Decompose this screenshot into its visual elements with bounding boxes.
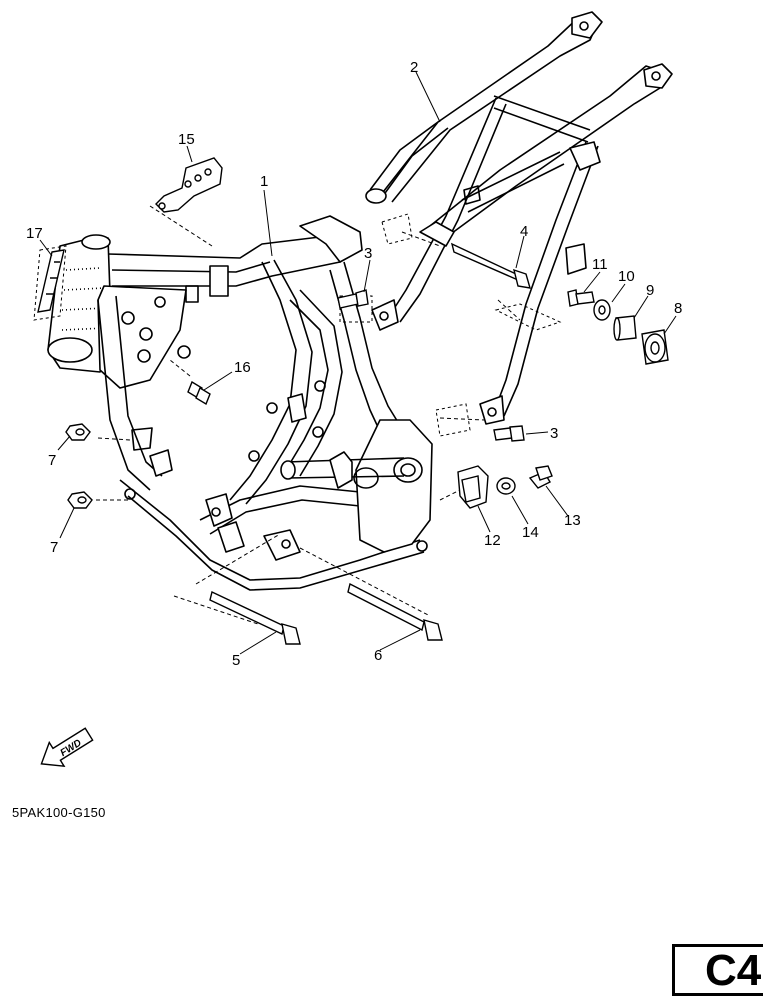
callout-2: 2 — [410, 59, 418, 76]
callout-13: 13 — [564, 512, 581, 529]
callout-12: 12 — [484, 532, 501, 549]
callout-7-lower: 7 — [50, 539, 58, 556]
callout-numbers: 1 2 3 3 4 5 6 7 7 8 9 10 11 12 13 14 15 … — [26, 59, 682, 669]
part-7-nut-upper — [65, 423, 91, 441]
part-14-collar — [496, 477, 516, 495]
callout-14: 14 — [522, 524, 539, 541]
part-6-long-bolt — [347, 582, 443, 641]
callout-9: 9 — [646, 282, 654, 299]
part-16-bolt — [187, 380, 211, 406]
callout-7-upper: 7 — [48, 452, 56, 469]
part-10-washer — [593, 299, 611, 321]
callout-4: 4 — [520, 223, 528, 240]
leader-lines — [39, 71, 677, 655]
part-7-nut-lower — [67, 491, 93, 509]
callout-1: 1 — [260, 173, 268, 190]
part-4-long-bolt — [450, 242, 531, 289]
part-12-rubber-mount — [457, 465, 489, 509]
assembly-guide-lines — [96, 205, 521, 625]
part-3-bolt-upper — [337, 289, 369, 309]
document-code: 5PAK100-G150 — [12, 805, 106, 820]
callout-10: 10 — [618, 268, 635, 285]
main-frame-part — [47, 215, 433, 591]
shadow-planes — [33, 213, 562, 437]
part-8-bushing — [641, 329, 669, 365]
callout-15: 15 — [178, 131, 195, 148]
callout-16: 16 — [234, 359, 251, 376]
callout-3-upper: 3 — [364, 245, 372, 262]
part-11-bolt — [567, 289, 595, 307]
part-9-collar — [613, 315, 637, 341]
page-tab: C4 — [672, 944, 763, 996]
forward-arrow-icon: FWD — [40, 727, 94, 768]
callout-17: 17 — [26, 225, 43, 242]
part-17-head-pipe-cover — [37, 249, 65, 313]
part-13-bolt — [528, 465, 553, 489]
part-5-long-bolt — [209, 591, 301, 645]
callout-8: 8 — [674, 300, 682, 317]
callout-11: 11 — [592, 256, 608, 273]
callout-3-lower: 3 — [550, 425, 558, 442]
callout-6: 6 — [374, 647, 382, 664]
part-15-bracket — [155, 157, 223, 213]
rear-frame-part — [365, 11, 673, 425]
part-3-bolt-lower — [493, 425, 525, 442]
callout-5: 5 — [232, 652, 240, 669]
